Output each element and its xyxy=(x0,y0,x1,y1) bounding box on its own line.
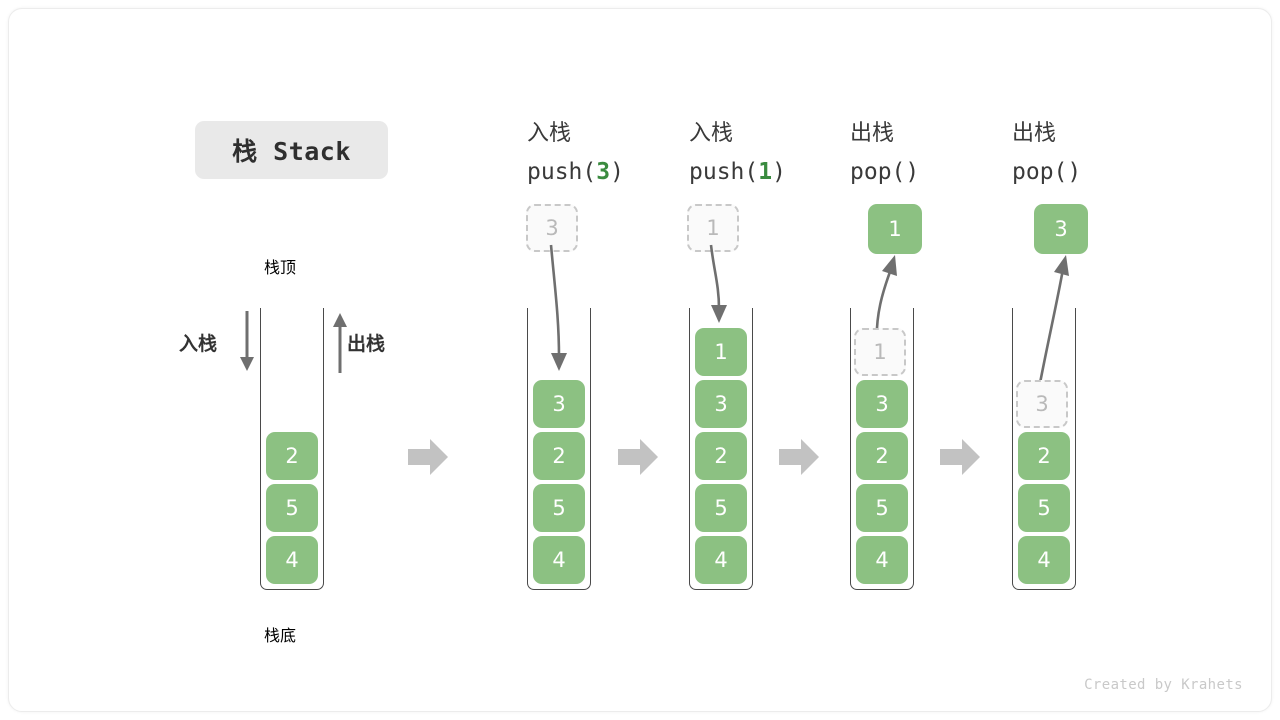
step-arrow-icon xyxy=(779,439,819,475)
column-header-code: pop() xyxy=(1012,159,1082,185)
column-header-pop-1: 出栈 pop() xyxy=(850,115,919,191)
push-flow-arrow-icon xyxy=(709,244,727,323)
stack-cell: 3 xyxy=(695,380,747,428)
stack-bottom-label: 栈底 xyxy=(264,626,297,645)
watermark: Created by Krahets xyxy=(1084,677,1243,693)
ghost-cell-incoming: 1 xyxy=(687,204,739,252)
stack-cell: 5 xyxy=(1018,484,1070,532)
stack-cell: 2 xyxy=(533,432,585,480)
popped-cell: 1 xyxy=(868,204,922,254)
stack-cell: 5 xyxy=(266,484,318,532)
stack-container-pop-1 xyxy=(850,308,914,590)
stack-container-push-3 xyxy=(527,308,591,590)
stack-container-push-1 xyxy=(689,308,753,590)
column-header-code: pop() xyxy=(850,159,920,185)
pop-up-arrow-icon xyxy=(333,313,347,373)
column-header-code: push(1) xyxy=(689,159,786,185)
stack-cell: 3 xyxy=(856,380,908,428)
popped-cell: 3 xyxy=(1034,204,1088,254)
diagram-card: 栈 Stack 栈顶 栈底 入栈 出栈 2 5 4 入栈 push(3) 3 3… xyxy=(8,8,1272,712)
stack-container-pop-3 xyxy=(1012,308,1076,590)
column-header-pop-3: 出栈 pop() xyxy=(1012,115,1081,191)
stack-cell: 1 xyxy=(695,328,747,376)
column-header-code: push(3) xyxy=(527,159,624,185)
pop-direction-label: 出栈 xyxy=(347,333,386,355)
column-header-cn: 入栈 xyxy=(527,121,572,146)
stack-cell: 4 xyxy=(856,536,908,584)
ghost-cell-removed: 3 xyxy=(1016,380,1068,428)
stack-top-label: 栈顶 xyxy=(264,258,297,277)
step-arrow-icon xyxy=(940,439,980,475)
stack-cell: 4 xyxy=(1018,536,1070,584)
step-arrow-icon xyxy=(408,439,448,475)
step-arrow-icon xyxy=(618,439,658,475)
stack-cell: 2 xyxy=(695,432,747,480)
stack-cell: 3 xyxy=(533,380,585,428)
stack-cell: 2 xyxy=(266,432,318,480)
column-header-cn: 出栈 xyxy=(850,121,895,146)
stack-cell: 5 xyxy=(695,484,747,532)
stack-cell: 4 xyxy=(695,536,747,584)
stack-container-initial xyxy=(260,308,324,590)
stack-cell: 4 xyxy=(533,536,585,584)
page-title: 栈 Stack xyxy=(195,121,388,179)
ghost-cell-incoming: 3 xyxy=(526,204,578,252)
ghost-cell-removed: 1 xyxy=(854,328,906,376)
stack-cell: 2 xyxy=(1018,432,1070,480)
column-header-cn: 出栈 xyxy=(1012,121,1057,146)
column-header-push-1: 入栈 push(1) xyxy=(689,115,786,191)
push-direction-label: 入栈 xyxy=(179,333,218,355)
column-header-cn: 入栈 xyxy=(689,121,734,146)
push-flow-arrow-icon xyxy=(549,244,567,371)
column-header-push-3: 入栈 push(3) xyxy=(527,115,624,191)
stack-cell: 5 xyxy=(533,484,585,532)
stack-cell: 5 xyxy=(856,484,908,532)
stack-cell: 2 xyxy=(856,432,908,480)
stack-cell: 4 xyxy=(266,536,318,584)
push-down-arrow-icon xyxy=(240,311,254,371)
